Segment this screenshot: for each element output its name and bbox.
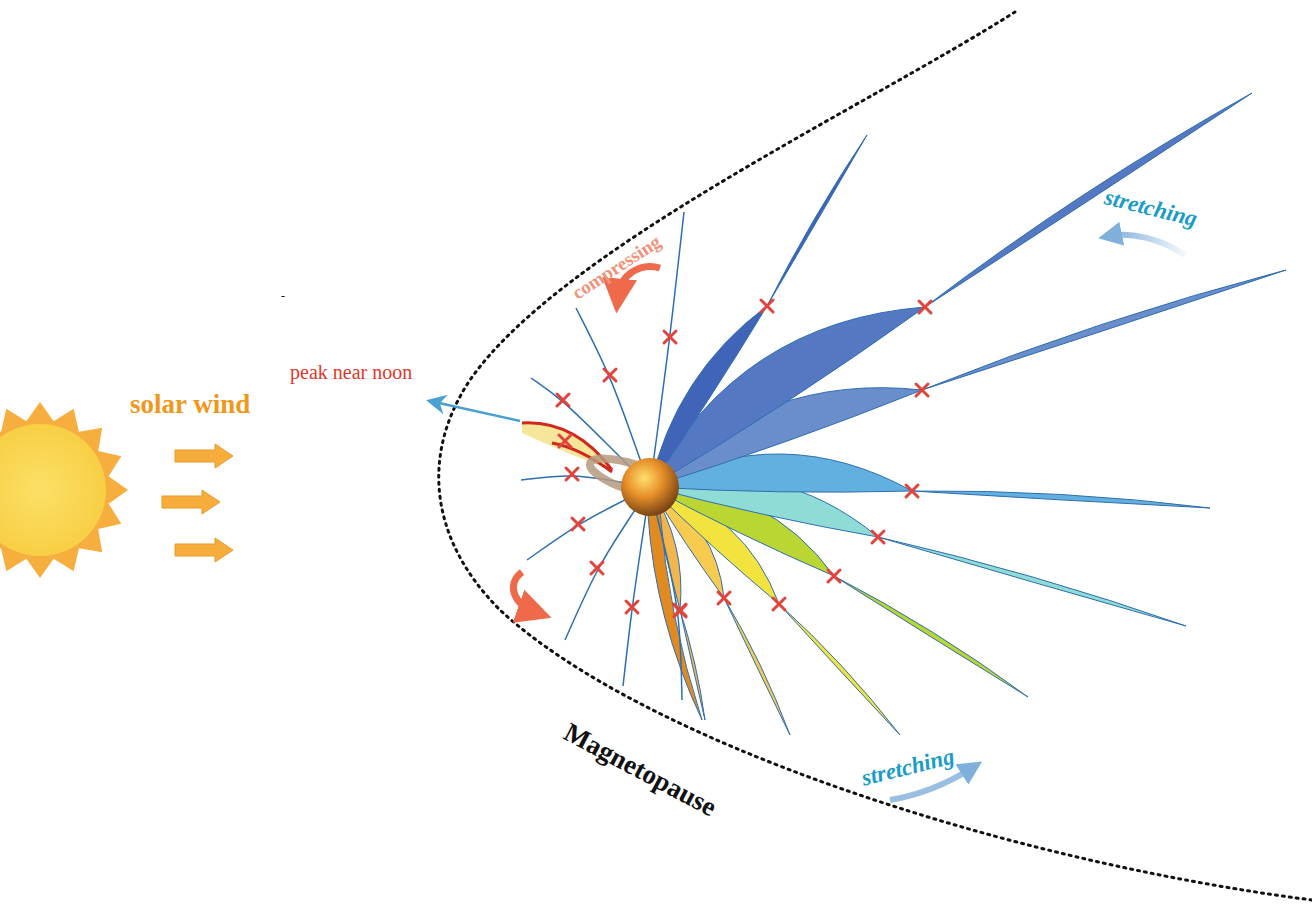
x-line-mark: [718, 592, 730, 604]
noon-arrow: [430, 401, 520, 421]
x-line-mark: [591, 562, 603, 574]
compressing-arrow: [513, 572, 535, 612]
planet-body: [621, 458, 679, 516]
tail-lobe: [767, 135, 867, 306]
solar-wind-label: solar wind: [130, 391, 250, 418]
field-line: [623, 487, 650, 686]
x-line-mark: [604, 369, 616, 381]
tail-lobe: [834, 576, 1028, 697]
sun-disc: [0, 424, 106, 556]
x-line-mark: [916, 384, 928, 396]
reconnection-marks: [557, 300, 931, 617]
x-line-mark: [566, 468, 578, 480]
tail-lobe: [925, 93, 1252, 307]
noon-label: peak near noon: [290, 362, 412, 382]
inner-lobe: [648, 512, 702, 720]
stretching-arrow: [1110, 235, 1185, 255]
field-line: [650, 212, 684, 487]
inner-lobe: [650, 306, 767, 487]
stretching-label: stretching: [1102, 185, 1199, 230]
stray-mark: -: [281, 290, 285, 302]
sun: [0, 402, 128, 578]
x-line-mark: [572, 518, 584, 530]
tail-lobe: [922, 270, 1286, 390]
night-side-lobes: [648, 93, 1286, 735]
tail-lobe: [724, 598, 790, 735]
tail-lobe: [912, 491, 1210, 508]
wind-arrow: [162, 490, 220, 514]
wind-arrow: [175, 538, 233, 562]
x-line-mark: [559, 435, 571, 447]
x-line-mark: [828, 570, 840, 582]
x-line-mark: [773, 598, 785, 610]
day-side-field-lines: [521, 212, 684, 700]
x-line-mark: [906, 485, 918, 497]
tail-lobe: [779, 604, 900, 735]
wind-arrow: [175, 444, 233, 468]
field-line: [650, 487, 682, 700]
tail-lobe: [878, 537, 1186, 626]
x-line-mark: [557, 394, 569, 406]
magnetopause-label: Magnetopause: [560, 718, 721, 821]
x-line-mark: [761, 300, 773, 312]
x-line-mark: [872, 531, 884, 543]
magnetopause-line: [439, 12, 1312, 900]
x-line-mark: [626, 601, 638, 613]
x-line-mark: [664, 331, 676, 343]
x-line-mark: [919, 301, 931, 313]
x-line-mark: [674, 604, 686, 616]
x-line-mark: [674, 605, 686, 617]
sun-spikes: [0, 402, 128, 578]
inner-lobe: [650, 307, 925, 487]
solar-wind-arrows: [162, 444, 233, 562]
saturn-planet: [586, 451, 679, 516]
